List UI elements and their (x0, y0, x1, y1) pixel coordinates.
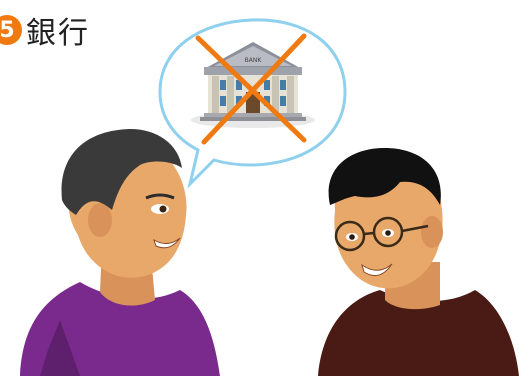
page-title: 5 銀行 (0, 10, 90, 51)
title-text: 銀行 (26, 16, 90, 51)
cross-mark-icon (195, 33, 307, 145)
number-badge: 5 (0, 15, 22, 45)
left-man (20, 129, 220, 376)
bank-sign-text: BANK (245, 57, 263, 64)
right-man (318, 148, 519, 376)
